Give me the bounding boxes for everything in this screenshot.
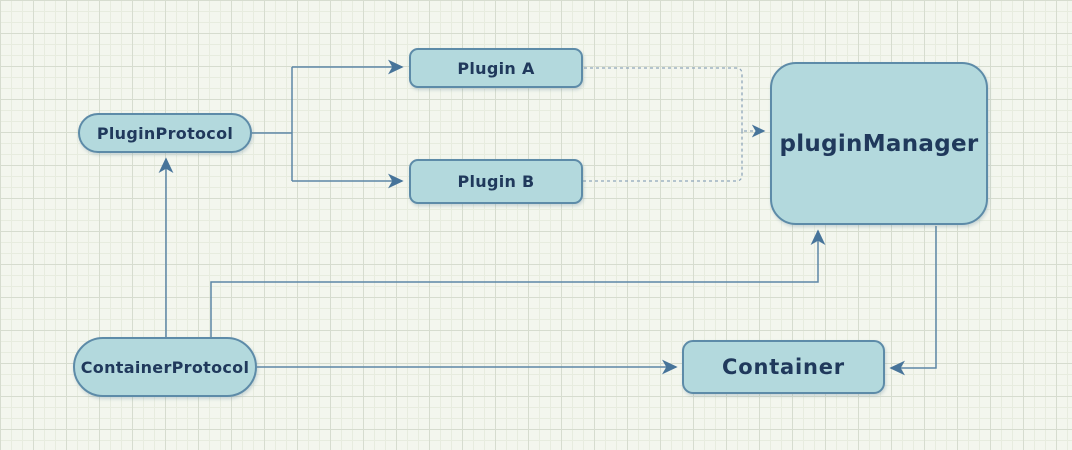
node-container-protocol[interactable]: ContainerProtocol — [73, 337, 257, 397]
node-plugin-manager-label: pluginManager — [779, 130, 979, 157]
node-plugin-a[interactable]: Plugin A — [409, 48, 583, 88]
edge-plugin-b-pluginmanager — [583, 131, 743, 182]
node-plugin-a-label: Plugin A — [457, 58, 535, 78]
edge-plugin-a-pluginmanager — [584, 67, 743, 131]
node-plugin-b-label: Plugin B — [457, 172, 535, 191]
edge-containerprotocol-pluginmanager — [210, 229, 826, 337]
edge-pluginprotocol-trunk — [252, 67, 293, 181]
node-plugin-b[interactable]: Plugin B — [409, 159, 583, 204]
node-plugin-manager[interactable]: pluginManager — [770, 62, 988, 225]
edge-pluginmanager-container — [889, 226, 937, 376]
node-plugin-protocol[interactable]: PluginProtocol — [78, 113, 252, 153]
node-plugin-protocol-label: PluginProtocol — [96, 123, 234, 143]
node-container-label: Container — [722, 355, 845, 379]
node-container-protocol-label: ContainerProtocol — [80, 357, 250, 377]
node-container[interactable]: Container — [682, 340, 885, 394]
